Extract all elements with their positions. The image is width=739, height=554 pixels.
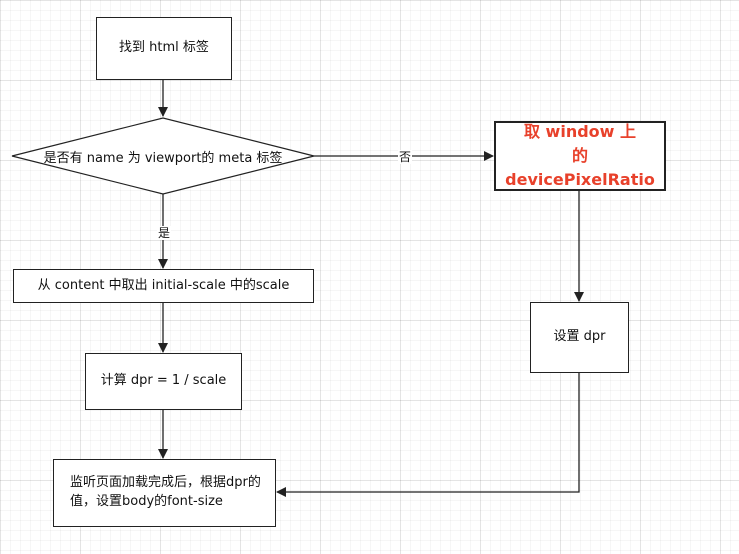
decision-viewport-meta-text: 是否有 name 为 viewport的 meta 标签 (43, 150, 283, 166)
node-find-html-tag: 找到 html 标签 (96, 17, 232, 80)
node-compute-dpr-text: 计算 dpr = 1 / scale (100, 373, 227, 389)
edge-label-no: 否 (398, 150, 413, 165)
node-take-initial-scale-text: 从 content 中取出 initial-scale 中的scale (37, 277, 290, 293)
node-compute-dpr: 计算 dpr = 1 / scale (85, 353, 242, 410)
node-set-dpr-text: 设置 dpr (553, 329, 606, 345)
edge-label-yes: 是 (157, 226, 172, 241)
node-get-window-device-pixel-ratio: 取 window 上 的 devicePixelRatio (494, 121, 666, 191)
edge-set-dpr-to-on-load (276, 373, 580, 497)
decision-viewport-meta: 是否有 name 为 viewport的 meta 标签 (12, 141, 314, 171)
node-find-html-tag-text: 找到 html 标签 (119, 40, 209, 56)
node-get-window-device-pixel-ratio-text: 取 window 上 的 devicePixelRatio (505, 122, 655, 189)
node-set-dpr: 设置 dpr (530, 302, 629, 373)
node-on-page-load-set-font-size: 监听页面加载完成后，根据dpr的 值，设置body的font-size (53, 459, 276, 527)
node-on-page-load-set-font-size-text: 监听页面加载完成后，根据dpr的 值，设置body的font-size (70, 475, 261, 509)
node-take-initial-scale: 从 content 中取出 initial-scale 中的scale (13, 269, 314, 303)
